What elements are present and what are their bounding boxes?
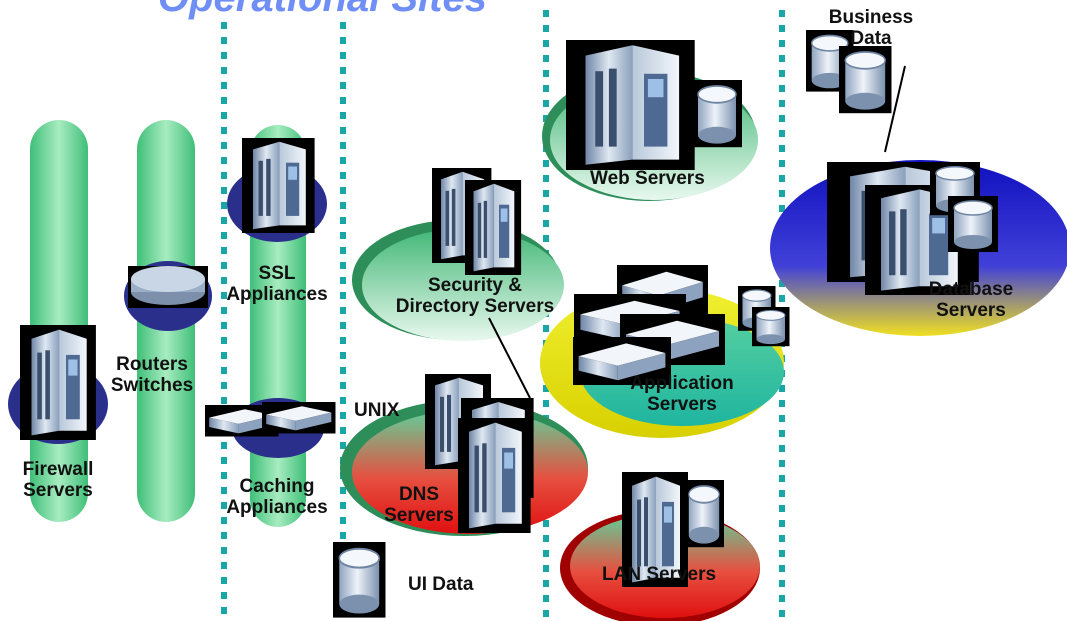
caching-label-line-2: Appliances xyxy=(226,497,328,518)
connector-security-dns xyxy=(488,317,531,399)
security-label-line-2: Directory Servers xyxy=(395,296,555,317)
connector-business-database xyxy=(884,65,906,153)
security-server-icon xyxy=(432,168,522,275)
lan-servers-label: LAN Servers xyxy=(602,564,717,585)
ui-data-label: UI Data xyxy=(408,574,474,595)
business-label-line-2: Data xyxy=(850,28,892,49)
page-title: Operational Sites xyxy=(158,0,487,21)
routers-label-line-2: Switches xyxy=(110,375,194,396)
firewall-server-icon xyxy=(20,325,96,440)
ssl-label-line-1: SSL xyxy=(258,263,296,284)
ssl-appliance-icon xyxy=(242,138,315,233)
ssl-label-line-2: Appliances xyxy=(226,284,328,305)
security-label-line-1: Security & xyxy=(428,275,522,296)
security-directory-servers-label: Security & Directory Servers xyxy=(372,275,578,317)
database-label-line-1: Database xyxy=(928,279,1014,300)
firewall-label-line-1: Firewall xyxy=(22,459,94,480)
ssl-appliances-label: SSL Appliances xyxy=(212,263,342,305)
database-label-line-2: Servers xyxy=(936,300,1006,321)
caching-label-line-1: Caching xyxy=(239,476,315,497)
web-servers-label: Web Servers xyxy=(590,168,705,189)
dns-servers-label: DNS Servers xyxy=(376,484,462,526)
router-icon xyxy=(128,266,208,308)
caching-appliance-icon xyxy=(205,402,336,437)
business-label-line-1: Business xyxy=(828,7,914,28)
application-label-line-1: Application xyxy=(630,373,734,394)
database-servers-label: Database Servers xyxy=(906,279,1036,321)
dns-label-line-1: DNS xyxy=(398,484,440,505)
routers-label-line-1: Routers xyxy=(116,354,188,375)
firewall-servers-label: Firewall Servers xyxy=(8,459,108,501)
application-servers-label: Application Servers xyxy=(612,373,752,415)
caching-appliances-label: Caching Appliances xyxy=(212,476,342,518)
unix-label: UNIX xyxy=(354,400,400,421)
application-label-line-2: Servers xyxy=(647,394,717,415)
dns-label-line-2: Servers xyxy=(384,505,454,526)
ui-data-icon xyxy=(331,540,387,619)
database-server-icon xyxy=(827,161,999,295)
business-data-label: Business Data xyxy=(806,7,936,49)
routers-switches-label: Routers Switches xyxy=(104,354,200,396)
firewall-label-line-2: Servers xyxy=(23,480,93,501)
